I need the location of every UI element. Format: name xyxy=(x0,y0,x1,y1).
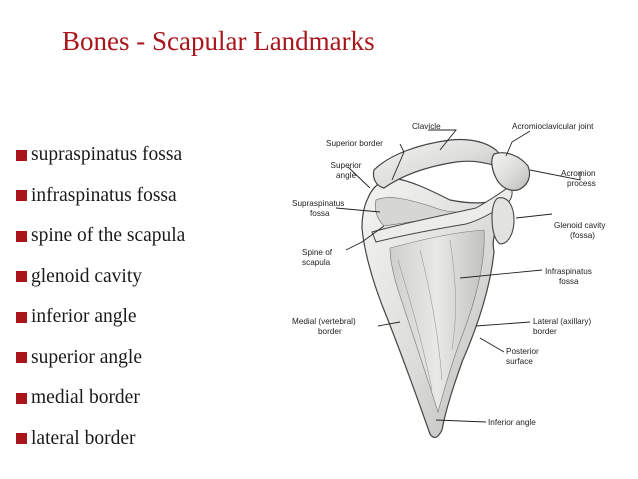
bullet-square-icon xyxy=(16,352,27,363)
bullet-square-icon xyxy=(16,150,27,161)
label-posterior-line2: surface xyxy=(506,357,533,366)
scapula-illustration: Clavicle Acromioclavicular joint Superio… xyxy=(280,100,638,450)
label-acromioclavicular-joint: Acromioclavicular joint xyxy=(512,122,594,131)
label-clavicle: Clavicle xyxy=(412,122,441,131)
slide-title: Bones - Scapular Landmarks xyxy=(62,26,375,57)
list-item: infraspinatus fossa xyxy=(16,176,185,217)
landmark-list: supraspinatus fossa infraspinatus fossa … xyxy=(16,135,185,459)
list-item-label: glenoid cavity xyxy=(31,266,142,288)
label-acromion-line1: Acromion xyxy=(561,169,596,178)
label-glenoid-line2: (fossa) xyxy=(570,231,595,240)
list-item: spine of the scapula xyxy=(16,216,185,257)
list-item-label: inferior angle xyxy=(31,306,137,328)
glenoid-shape xyxy=(492,198,514,244)
bullet-square-icon xyxy=(16,433,27,444)
label-acromion-line2: process xyxy=(567,179,596,188)
list-item: inferior angle xyxy=(16,297,185,338)
list-item-label: spine of the scapula xyxy=(31,225,185,247)
label-infraspinatus-line2: fossa xyxy=(559,277,579,286)
acromion-shape xyxy=(492,153,530,191)
list-item-label: lateral border xyxy=(31,428,135,450)
bullet-square-icon xyxy=(16,190,27,201)
label-lateral-line1: Lateral (axillary) xyxy=(533,317,592,326)
label-supraspinatus-line1: Supraspinatus xyxy=(292,199,344,208)
label-medial-line2: border xyxy=(318,327,342,336)
label-infraspinatus-line1: Infraspinatus xyxy=(545,267,592,276)
bullet-square-icon xyxy=(16,393,27,404)
bullet-square-icon xyxy=(16,312,27,323)
label-inferior-angle: Inferior angle xyxy=(488,418,536,427)
bullet-square-icon xyxy=(16,231,27,242)
list-item-label: medial border xyxy=(31,387,140,409)
list-item-label: supraspinatus fossa xyxy=(31,144,182,166)
list-item: glenoid cavity xyxy=(16,257,185,298)
label-superior-angle-line1: Superior xyxy=(331,161,362,170)
label-lateral-line2: border xyxy=(533,327,557,336)
scapula-figure: Clavicle Acromioclavicular joint Superio… xyxy=(280,100,638,450)
label-medial-line1: Medial (vertebral) xyxy=(292,317,356,326)
label-superior-angle-line2: angle xyxy=(336,171,356,180)
clavicle-shape xyxy=(373,139,500,188)
label-superior-border: Superior border xyxy=(326,139,383,148)
label-supraspinatus-line2: fossa xyxy=(310,209,330,218)
label-glenoid-line1: Glenoid cavity xyxy=(554,221,606,230)
list-item: lateral border xyxy=(16,419,185,460)
bullet-square-icon xyxy=(16,271,27,282)
list-item: medial border xyxy=(16,378,185,419)
label-posterior-line1: Posterior xyxy=(506,347,539,356)
label-spine-line2: scapula xyxy=(302,258,331,267)
label-spine-line1: Spine of xyxy=(302,248,333,257)
list-item: superior angle xyxy=(16,338,185,379)
list-item-label: superior angle xyxy=(31,347,142,369)
list-item-label: infraspinatus fossa xyxy=(31,185,177,207)
list-item: supraspinatus fossa xyxy=(16,135,185,176)
